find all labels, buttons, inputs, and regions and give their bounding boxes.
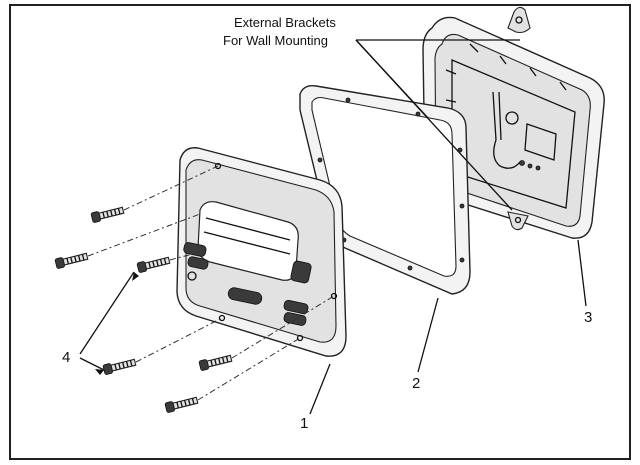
annotation-line-2: For Wall Mounting	[223, 33, 328, 48]
callout-3: 3	[584, 309, 592, 326]
callout-2: 2	[412, 375, 420, 392]
back-housing	[417, 6, 605, 239]
screw-2	[54, 252, 89, 269]
screw-5	[198, 354, 233, 371]
assembly-center-lines	[87, 165, 335, 401]
screw-3	[136, 256, 171, 273]
screws	[54, 206, 233, 413]
screw-4	[102, 358, 137, 375]
leader-lines	[79, 39, 587, 415]
annotation-line-1: External Brackets	[234, 15, 336, 30]
callout-4: 4	[62, 349, 70, 366]
callout-1: 1	[300, 415, 308, 432]
screw-1	[90, 206, 125, 223]
screw-6	[164, 396, 199, 413]
front-faceplate	[176, 147, 347, 357]
diagram-frame	[9, 4, 631, 460]
